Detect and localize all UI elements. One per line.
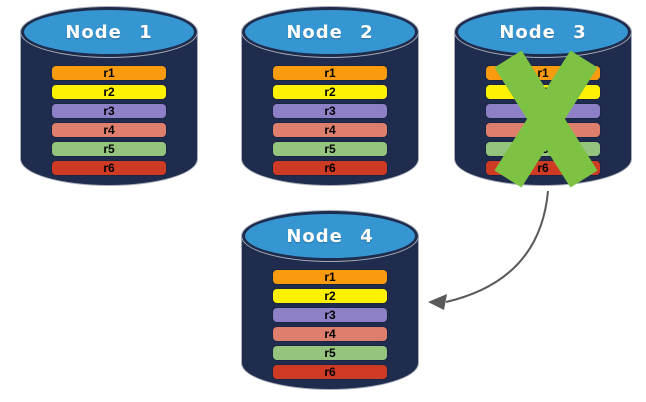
replica-bar-r6: r6 <box>486 161 600 175</box>
cylinder-top: Node 3 <box>455 7 631 57</box>
cylinder-top: Node 1 <box>21 7 197 57</box>
replica-bar-r5: r5 <box>52 142 166 156</box>
replica-bar-r4: r4 <box>273 327 387 341</box>
replica-bar-r1: r1 <box>273 270 387 284</box>
cylinder-top: Node 2 <box>242 7 418 57</box>
node-2: Node 2 r1 r2 r3 r4 r5 r6 <box>242 7 418 185</box>
replica-bar-r2: r2 <box>273 289 387 303</box>
replica-bar-r3: r3 <box>273 104 387 118</box>
replica-stack: r1 r2 r3 r4 r5 r6 <box>52 66 166 180</box>
node-4: Node 4 r1 r2 r3 r4 r5 r6 <box>242 211 418 389</box>
transfer-arrow-head <box>428 294 447 310</box>
replica-bar-r6: r6 <box>52 161 166 175</box>
node-title: Node 3 <box>499 21 587 43</box>
node-title: Node 4 <box>286 225 374 247</box>
replica-stack: r1 r2 r3 r4 r5 r6 <box>486 66 600 180</box>
replica-bar-r4: r4 <box>273 123 387 137</box>
replica-bar-r1: r1 <box>486 66 600 80</box>
replica-bar-r6: r6 <box>273 365 387 379</box>
replica-bar-r1: r1 <box>273 66 387 80</box>
replica-bar-r4: r4 <box>486 123 600 137</box>
replica-bar-r2: r2 <box>52 85 166 99</box>
replica-bar-r3: r3 <box>486 104 600 118</box>
replica-bar-r3: r3 <box>52 104 166 118</box>
replica-bar-r6: r6 <box>273 161 387 175</box>
node-3: Node 3 r1 r2 r3 r4 r5 r6 <box>455 7 631 185</box>
replica-bar-r5: r5 <box>273 346 387 360</box>
replica-bar-r3: r3 <box>273 308 387 322</box>
cylinder-top: Node 4 <box>242 211 418 261</box>
replica-bar-r2: r2 <box>486 85 600 99</box>
node-1: Node 1 r1 r2 r3 r4 r5 r6 <box>21 7 197 185</box>
node-title: Node 2 <box>286 21 374 43</box>
replica-stack: r1 r2 r3 r4 r5 r6 <box>273 66 387 180</box>
node-title: Node 1 <box>65 21 153 43</box>
transfer-arrow-line <box>445 190 549 303</box>
replica-stack: r1 r2 r3 r4 r5 r6 <box>273 270 387 384</box>
replica-bar-r5: r5 <box>486 142 600 156</box>
replica-bar-r5: r5 <box>273 142 387 156</box>
replica-bar-r4: r4 <box>52 123 166 137</box>
replica-bar-r1: r1 <box>52 66 166 80</box>
replica-bar-r2: r2 <box>273 85 387 99</box>
